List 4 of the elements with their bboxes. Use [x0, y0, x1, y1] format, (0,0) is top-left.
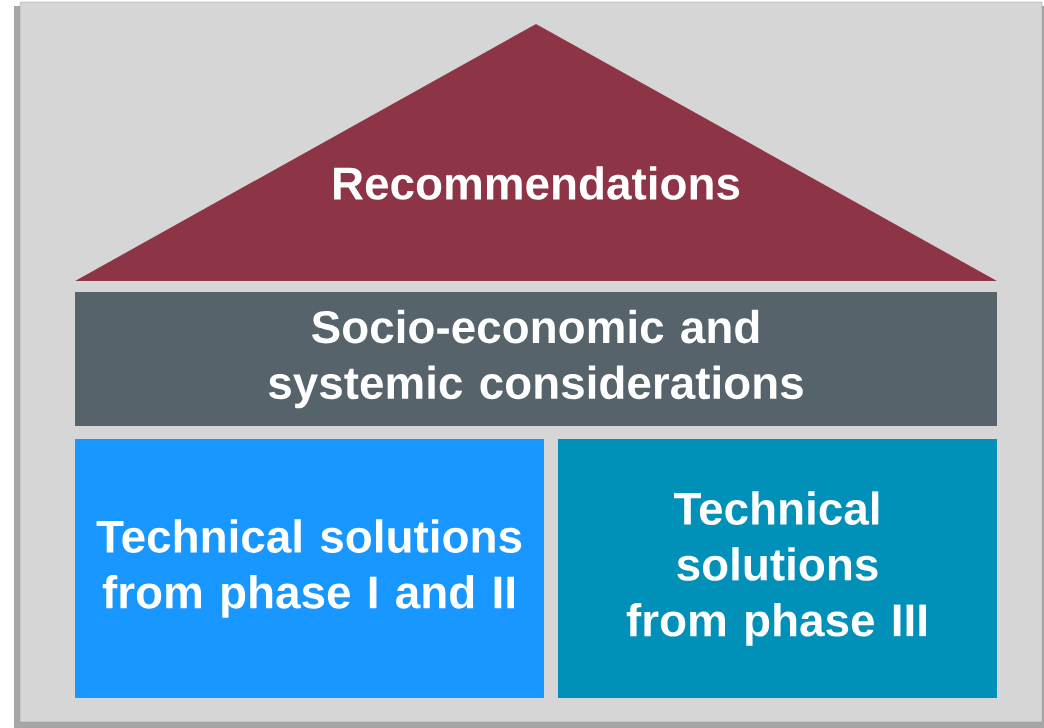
- banner-box: Socio-economic and systemic considerations: [75, 292, 997, 426]
- block-box: Technical solutions from phase I and II: [75, 439, 544, 698]
- block-box: Technical solutions from phase III: [558, 439, 997, 698]
- roof-triangle: Recommendations: [75, 24, 997, 281]
